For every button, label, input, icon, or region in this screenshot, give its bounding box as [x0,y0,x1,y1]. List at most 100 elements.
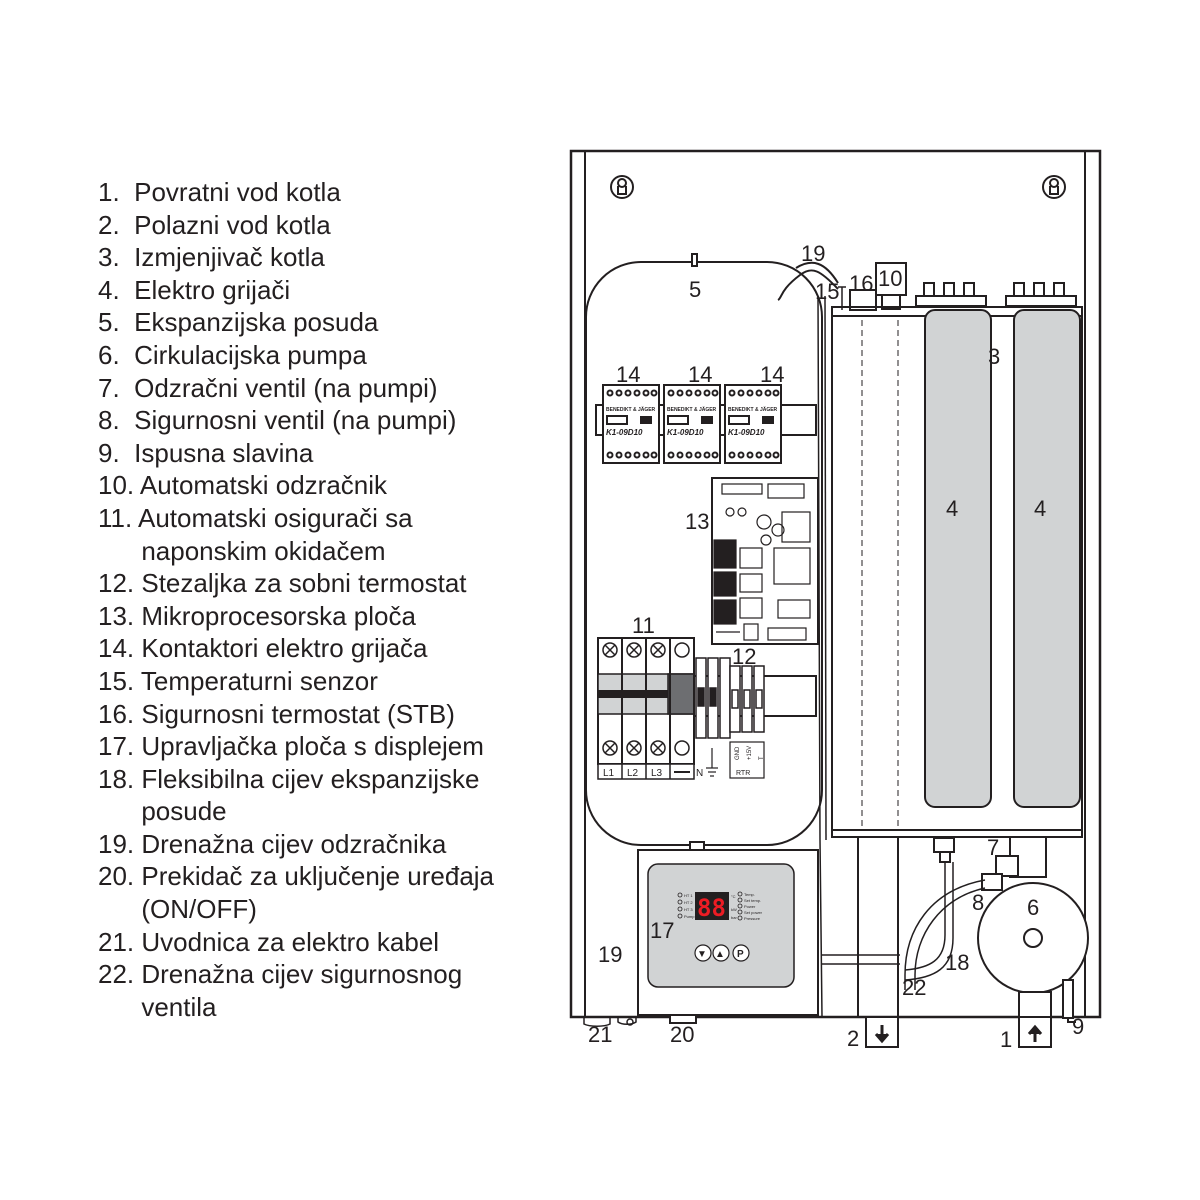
legend-list: 1. Povratni vod kotla 2. Polazni vod kot… [98,176,494,1023]
up-button[interactable]: ▲ [712,944,730,962]
auto-air-vent-base [881,294,901,310]
callout-4a: 4 [946,496,958,521]
callout-14c: 14 [760,362,784,387]
down-button[interactable]: ▼ [694,944,712,962]
legend-item: 20. Prekidač za uključenje uređaja [98,861,495,892]
callout-21: 21 [588,1022,612,1047]
circuit-breakers [597,637,695,765]
display-left-indicators: HT 1 HT 2 HT 3 Pump [677,892,695,919]
legend-item: 12. Stezaljka za sobni termostat [98,568,467,599]
contactor-brand: BENEDIKT & JÄGER [606,406,656,413]
air-release-valve [995,855,1019,877]
auto-air-vent [875,262,907,296]
callout-6: 6 [1027,895,1039,920]
mounting-hole-icon [1042,175,1066,199]
legend-item: 15. Temperaturni senzor [98,665,378,696]
flexible-hose-18 [904,879,986,990]
safety-thermostat [849,289,877,311]
contactor: BENEDIKT & JÄGER K1-09D10 [602,384,660,464]
rtr-label-gnd: GND [735,746,741,760]
p-button[interactable]: P [732,944,750,962]
contactor: BENEDIKT & JÄGER K1-09D10 [724,384,782,464]
expansion-vessel-valve [691,253,698,267]
contactor: BENEDIKT & JÄGER K1-09D10 [663,384,721,464]
callout-2: 2 [847,1026,859,1051]
legend-item: 14. Kontaktori elektro grijača [98,633,428,664]
electric-heater [924,309,992,808]
callout-10: 10 [878,266,902,291]
vessel-line [822,954,900,965]
legend-item: 8. Sigurnosni ventil (na pumpi) [98,405,457,436]
legend-item: 3. Izmjenjivač kotla [98,242,325,273]
contactor-brand: BENEDIKT & JÄGER [667,406,717,413]
indicator-label: Set power [744,910,763,915]
legend-item: 16. Sigurnosni termostat (STB) [98,698,455,729]
drain-hose-19-top [777,269,839,301]
cable-gland [583,1017,637,1027]
legend-item: 9. Ispusna slavina [98,437,314,468]
callout-3: 3 [988,344,1000,369]
callout-7: 7 [987,835,999,860]
callout-11: 11 [632,613,655,638]
callout-22: 22 [902,975,926,1000]
indicator-label: HT 2 [684,900,693,905]
on-off-switch [669,1014,697,1024]
callout-15: 15 [815,279,839,304]
indicator-label: Power [744,904,756,909]
callout-19a: 19 [801,241,825,266]
mounting-hole-icon [610,175,634,199]
legend-item: 19. Drenažna cijev odzračnika [98,828,447,859]
breaker-label-n: N [696,768,703,779]
callout-9: 9 [1072,1014,1084,1039]
display-digits: 88 [697,894,726,922]
legend-item: 21. Uvodnica za elektro kabel [98,926,440,957]
safety-valve [981,873,1003,891]
callout-4b: 4 [1034,496,1046,521]
heater-flange [915,282,987,307]
vessel-connector [933,837,955,853]
drain-hose-19-down [824,295,827,841]
rtr-label-t: T [759,756,765,760]
boiler-casing [569,149,1102,1019]
down-icon: ▼ [697,949,707,960]
callout-20: 20 [670,1022,694,1047]
drain-hose-19-top [795,261,839,284]
breaker-label-l3: L3 [651,768,663,779]
drain-hose-22 [904,862,946,971]
indicator-label: Pressure [744,916,761,921]
contactor-model: K1-09D10 [728,428,765,437]
callout-8: 8 [972,890,984,915]
callout-13: 13 [685,509,709,534]
legend-item: 11. Automatski osigurači sa [98,502,413,533]
arrow-down-icon [874,1025,890,1044]
pump-outlet [1018,991,1052,1018]
rtr-label-box [729,741,765,779]
indicator-label: Pump [684,914,695,919]
drain-tap-handle [1067,1018,1076,1023]
legend-item: 1. Povratni vod kotla [98,177,341,207]
up-icon: ▲ [715,949,725,960]
callout-12: 12 [732,644,756,669]
callout-16: 16 [849,271,873,296]
legend-item: 5. Ekspanzijska posuda [98,307,379,338]
p-icon: P [737,949,744,960]
legend-item: 7. Odzračni ventil (na pumpi) [98,372,438,403]
callout-17: 17 [650,918,674,943]
legend-item: 2. Polazni vod kotla [98,209,331,240]
callout-14b: 14 [688,362,712,387]
drain-hose-22 [904,862,954,981]
callout-18: 18 [945,950,969,975]
callout-14a: 14 [616,362,640,387]
legend-item-continued: posude [98,796,227,827]
room-thermostat-terminal [729,665,765,733]
callout-5: 5 [689,277,701,302]
ground-icon [706,748,718,777]
unit-label: °C [731,894,736,899]
pump-axis [1023,928,1043,948]
flexible-hose-18 [914,887,986,990]
legend-item-continued: ventila [98,991,217,1022]
unit-label: kW [731,907,737,912]
electric-heater [1013,309,1081,808]
indicator-label: HT 1 [684,893,693,898]
